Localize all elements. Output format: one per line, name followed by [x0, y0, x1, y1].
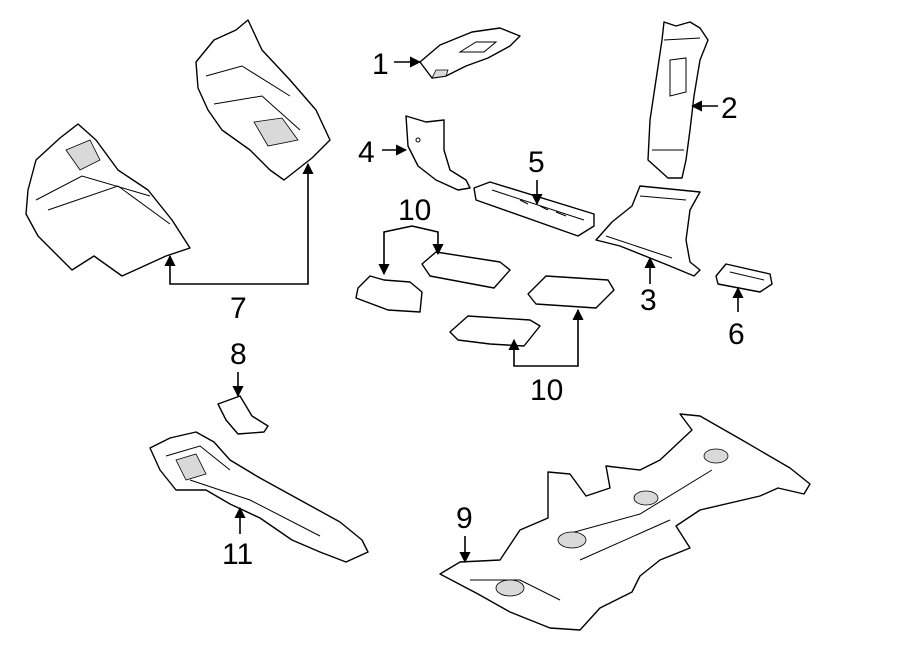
callout-3: 3 — [640, 284, 657, 317]
leader-10b-left — [508, 338, 546, 367]
callout-7: 7 — [230, 292, 247, 325]
callout-10-lower: 10 — [530, 374, 563, 407]
callout-labels: 1 2 3 4 5 6 7 8 9 10 10 11 — [222, 48, 745, 571]
leader-lines — [164, 56, 744, 564]
part-9-floor-carpet — [439, 413, 811, 631]
leader-10a-right — [411, 225, 444, 256]
leader-10b-right — [546, 308, 584, 367]
leader-7-right — [238, 162, 314, 285]
part-4-kick-panel — [405, 115, 471, 191]
callout-2: 2 — [721, 92, 738, 125]
part-2-pillar-trim — [647, 21, 709, 179]
part-6-sill-plate — [715, 263, 773, 293]
part-8-insulator — [217, 395, 269, 435]
part-3-lower-pillar-trim — [595, 185, 701, 277]
part-1-trim-panel — [419, 27, 521, 79]
callout-5: 5 — [528, 146, 545, 179]
callout-4: 4 — [358, 136, 375, 169]
part-7-front-carpets — [25, 19, 331, 277]
callout-9: 9 — [456, 502, 473, 535]
leader-7-left — [164, 254, 238, 285]
part-11-tunnel-insulator — [149, 431, 369, 563]
callout-10-upper: 10 — [398, 194, 431, 227]
callout-8: 8 — [230, 338, 247, 371]
part-5-sill-plate — [473, 181, 595, 237]
part-10-floor-mats — [355, 251, 615, 347]
leader-10a-left — [378, 225, 413, 276]
callout-6: 6 — [728, 318, 745, 351]
callout-1: 1 — [372, 48, 389, 81]
callout-11: 11 — [222, 538, 253, 571]
